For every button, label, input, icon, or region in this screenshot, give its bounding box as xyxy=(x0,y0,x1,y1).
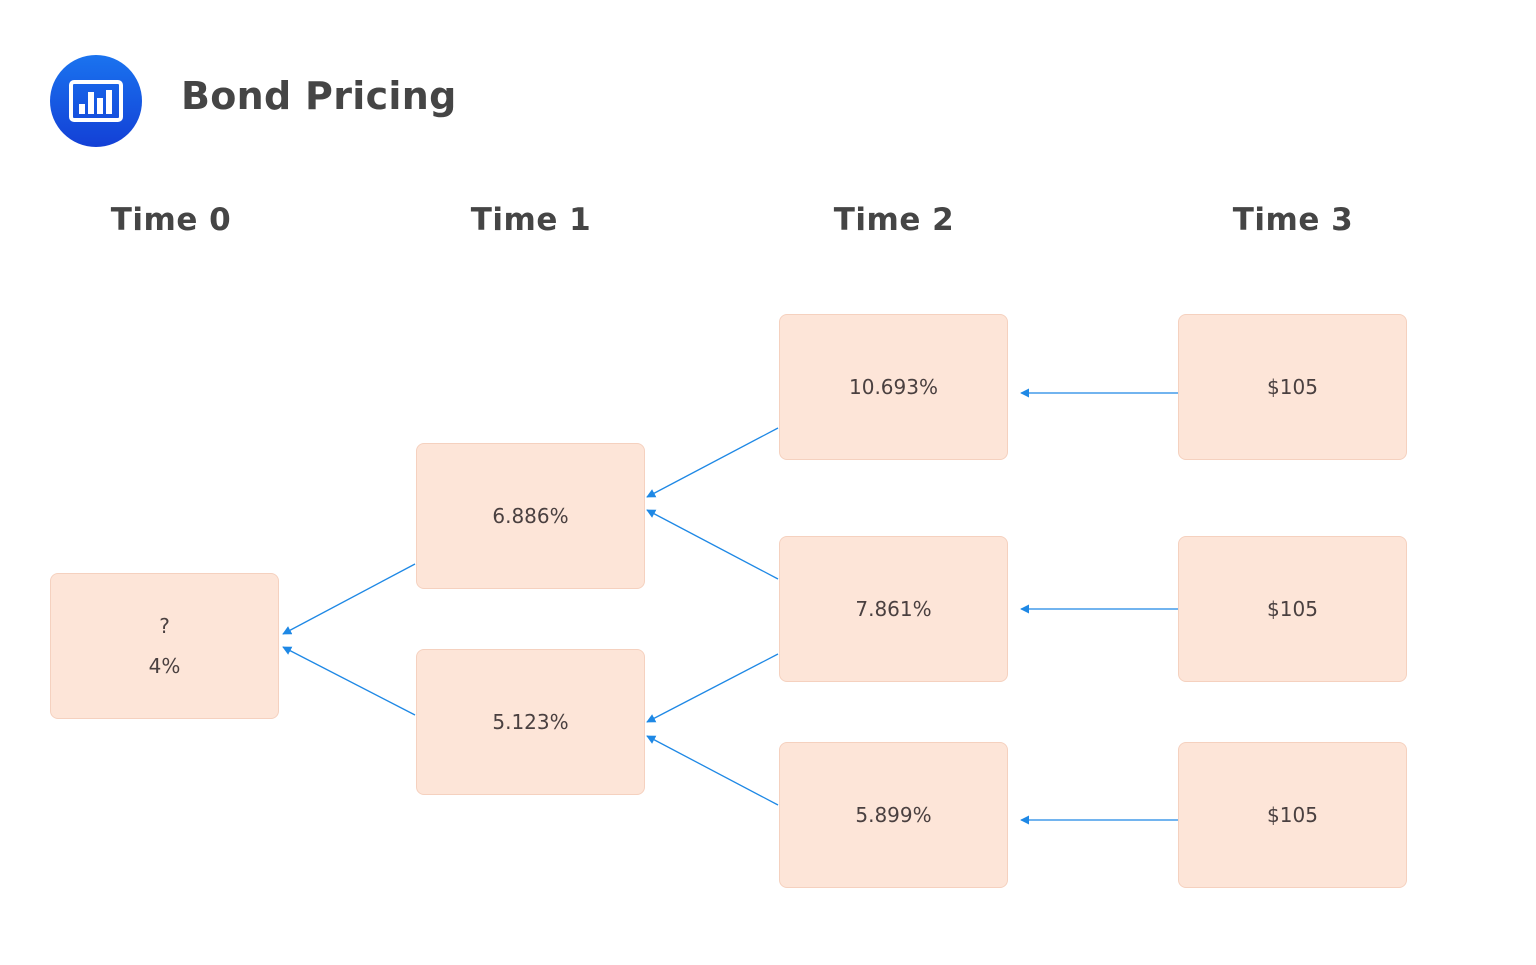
node-time-1-down-rate: 5.123% xyxy=(492,710,569,734)
arrow-t2up-to-t1up xyxy=(646,427,779,498)
arrow-t2down-to-t1down xyxy=(646,735,779,806)
node-time-2-up-rate: 10.693% xyxy=(849,375,938,399)
bar-chart-icon xyxy=(50,55,142,147)
column-header-time-3: Time 3 xyxy=(1232,202,1354,238)
arrow-t1down-to-t0 xyxy=(282,646,416,716)
arrow-t2mid-to-t1down xyxy=(646,653,779,723)
arrow-t2mid-to-t1up xyxy=(646,509,779,580)
node-time-3-up: $105 xyxy=(1178,314,1407,460)
node-time-1-down: 5.123% xyxy=(416,649,645,795)
node-time-2-up: 10.693% xyxy=(779,314,1008,460)
node-time-3-up-value: $105 xyxy=(1267,375,1318,399)
node-time-0-rate: 4% xyxy=(148,654,181,678)
node-time-3-mid-value: $105 xyxy=(1267,597,1318,621)
column-header-time-0: Time 0 xyxy=(110,202,232,238)
node-time-3-mid: $105 xyxy=(1178,536,1407,682)
node-time-1-up-rate: 6.886% xyxy=(492,504,569,528)
node-time-2-mid: 7.861% xyxy=(779,536,1008,682)
node-time-0-price: ? xyxy=(159,614,170,638)
node-time-2-mid-rate: 7.861% xyxy=(855,597,932,621)
column-header-time-1: Time 1 xyxy=(470,202,592,238)
node-time-2-down: 5.899% xyxy=(779,742,1008,888)
node-time-1-up: 6.886% xyxy=(416,443,645,589)
node-time-2-down-rate: 5.899% xyxy=(855,803,932,827)
page-title: Bond Pricing xyxy=(181,74,457,118)
column-header-time-2: Time 2 xyxy=(833,202,955,238)
node-time-3-down: $105 xyxy=(1178,742,1407,888)
node-time-3-down-value: $105 xyxy=(1267,803,1318,827)
node-time-0: ? 4% xyxy=(50,573,279,719)
arrow-t1up-to-t0 xyxy=(282,563,416,635)
